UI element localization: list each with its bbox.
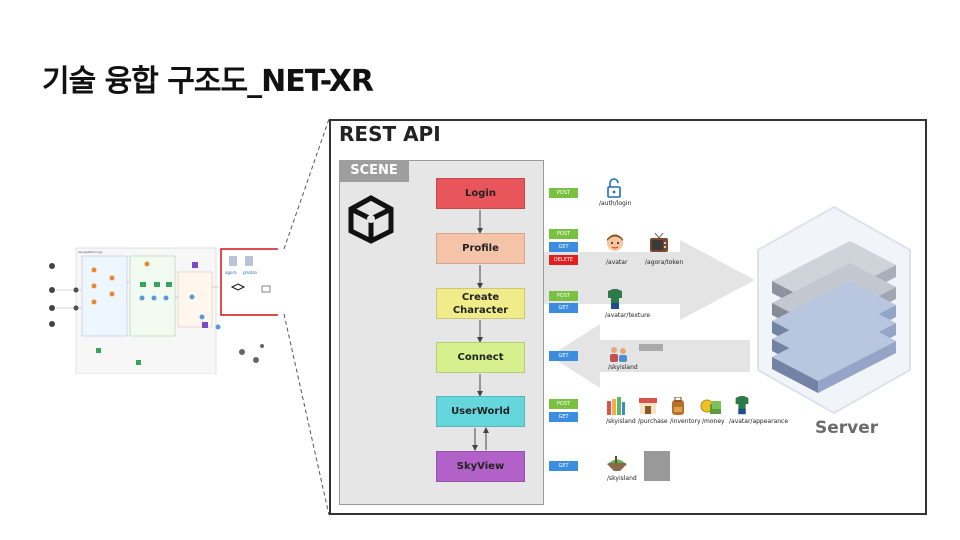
stage-login-label: Login <box>465 188 496 199</box>
method-badge-get: GET <box>549 461 578 471</box>
tooltip-note <box>644 451 670 481</box>
server-label: Server <box>815 418 879 438</box>
method-badge-get: GET <box>549 303 578 313</box>
method-badge-post: POST <box>549 399 578 409</box>
method-badge-post: POST <box>549 188 578 198</box>
stage-userworld-label: UserWorld <box>451 406 510 417</box>
avatar-icon <box>607 234 623 251</box>
endpoint-auth-login: /auth/login <box>599 200 632 207</box>
endpoint-avatar-texture: /avatar/texture <box>605 312 651 319</box>
island-icon <box>607 456 627 471</box>
request-response-arrows <box>540 240 755 388</box>
scene-flow-arrows <box>472 210 489 451</box>
clothing-icon <box>735 396 749 415</box>
stage-connect-label: Connect <box>457 352 504 363</box>
endpoint-inventory: /inventory <box>670 418 701 425</box>
endpoint-purchase: /purchase <box>638 418 668 425</box>
shop-icon <box>639 398 657 414</box>
stage-profile-label: Profile <box>462 243 499 254</box>
scene-label: SCENE <box>339 160 409 182</box>
stage-skyview: SkyView <box>436 451 525 482</box>
users-icon <box>610 347 627 362</box>
backpack-icon <box>672 397 684 415</box>
tv-icon <box>650 232 668 252</box>
method-badge-post: POST <box>549 291 578 301</box>
endpoint-agora-token: /agora/token <box>645 259 684 266</box>
clothing-icon <box>608 289 622 309</box>
page-title: 기술 융합 구조도_NET-XR <box>42 64 374 99</box>
endpoint-skyisland-skyview: /skyisland <box>607 475 637 482</box>
books-icon <box>607 397 625 415</box>
lock-icon <box>607 178 621 198</box>
endpoint-skyisland-userworld: /skyisland <box>606 418 636 425</box>
stage-skyview-label: SkyView <box>456 461 505 472</box>
endpoint-skyisland-connect: /skyisland <box>608 364 638 371</box>
stage-connect: Connect <box>436 342 525 373</box>
endpoint-avatar: /avatar <box>606 259 628 266</box>
method-badge-get: GET <box>549 412 578 422</box>
method-badge-delete: DELETE <box>549 255 578 265</box>
tooltip-note <box>639 344 663 351</box>
stage-create-character: Create Character <box>436 288 525 319</box>
architecture-overview-thumbnail: ApogeeEarnings agora photon <box>49 247 278 374</box>
server-icon <box>757 205 911 415</box>
method-badge-post: POST <box>549 229 578 239</box>
endpoint-avatar-appearance: /avatar/appearance <box>729 418 789 425</box>
stage-login: Login <box>436 178 525 209</box>
endpoint-money: /money <box>702 418 725 425</box>
panel-title: REST API <box>339 122 441 146</box>
money-icon <box>700 399 721 414</box>
stage-create-character-label: Create Character <box>452 291 509 316</box>
stage-profile: Profile <box>436 233 525 264</box>
stage-userworld: UserWorld <box>436 396 525 427</box>
unity-logo-icon <box>348 195 394 244</box>
method-badge-get: GET <box>549 351 578 361</box>
mini-diagram-label: ApogeeEarnings <box>78 250 103 254</box>
svg-text:photon: photon <box>243 270 258 275</box>
svg-text:agora: agora <box>225 270 237 275</box>
method-badge-get: GET <box>549 242 578 252</box>
